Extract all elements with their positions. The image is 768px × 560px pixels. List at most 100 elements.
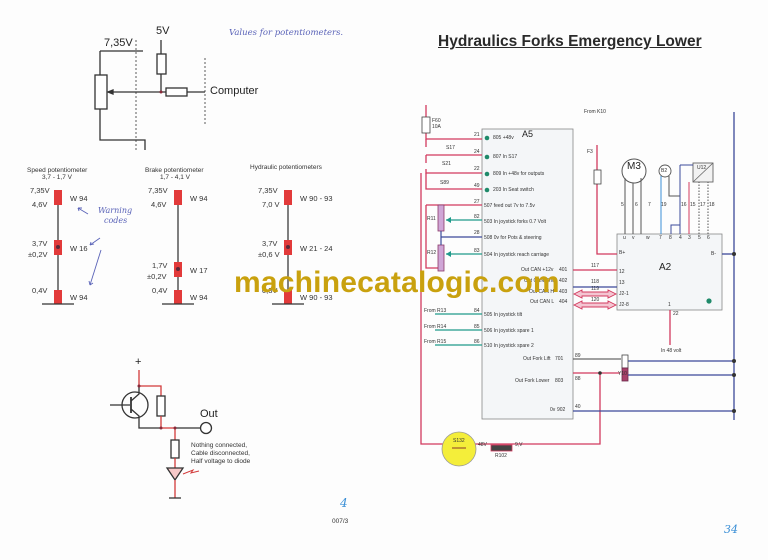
brake-pot-range: 1,7 - 4,1 V (160, 174, 190, 181)
hydraulic-pot-ladder (272, 190, 304, 305)
a5-output-label: Out CAN H (529, 289, 555, 295)
m3-label: M3 (627, 161, 641, 172)
warning-code: W 17 (190, 266, 208, 275)
a5-output-label: 0v (550, 407, 556, 413)
s17-label: S17 (446, 145, 455, 151)
wire-number: 86 (474, 339, 480, 345)
a5-output-label: Out CAN Gnd (524, 278, 555, 284)
a5-pin-label: 506 In joystick spare 1 (484, 328, 534, 334)
a2-pin: J2-1 (619, 291, 629, 297)
a2-pin: B- (711, 251, 716, 257)
wire-number: 28 (474, 230, 480, 236)
a5-output-pin: 401 (559, 267, 568, 273)
wire-number: 118 (591, 279, 599, 285)
s89-label: S89 (440, 180, 449, 186)
out-label: Out (200, 408, 218, 420)
wire-number: 6 (635, 202, 638, 208)
level-voltage: 7,0 V (262, 200, 280, 209)
output-terminal (199, 421, 213, 435)
in-48-volt-label: In 48 volt (661, 348, 682, 354)
f3-label: F3 (587, 149, 593, 155)
a5-output-pin: 803 (555, 378, 564, 384)
level-voltage: 7,35V (258, 186, 278, 195)
wire-number: 15 (690, 202, 696, 208)
f60-label: F60 (432, 118, 441, 124)
footer-code: 007/3 (332, 518, 349, 525)
a5-pin-label: 805 +48v (493, 135, 514, 141)
wire-number: 120 (591, 297, 600, 303)
wire-number: 22 (474, 166, 480, 172)
emergency-switch-s132[interactable] (441, 431, 477, 467)
wire-number: 7 (648, 202, 651, 208)
warning-code: W 94 (190, 194, 208, 203)
level-voltage: 4,6V (151, 200, 167, 209)
a5-pin-label: 807 In S17 (493, 154, 518, 160)
speed-pot-title: Speed potentiometer (27, 167, 88, 174)
a2-pin: 6 (707, 235, 710, 241)
potentiometer-symbol (94, 74, 108, 110)
r11-label: R11 (427, 216, 436, 222)
warning-code: W 16 (70, 244, 88, 253)
level-tolerance: ±0,6 V (258, 250, 280, 259)
level-tolerance: ±0,2V (147, 272, 167, 281)
joystick-input-wires (435, 313, 482, 346)
level-voltage: 3,7V (32, 239, 48, 248)
motor-m3 (621, 158, 647, 184)
a2-pin: v (632, 235, 635, 241)
a5-output-label: Out CAN L (530, 299, 555, 305)
r12-label: R12 (427, 250, 437, 256)
pullup-resistor (156, 53, 167, 75)
a5-output-pin: 701 (555, 356, 564, 362)
u12-label: U12 (697, 165, 707, 171)
a5-pin-label: 510 In joystick spare 2 (484, 343, 534, 349)
level-voltage: 0,3V (262, 286, 278, 295)
hydraulic-pot-title: Hydraulic potentiometers (250, 164, 322, 171)
warning-code: W 94 (190, 293, 208, 302)
wire-number: 27 (474, 199, 480, 205)
warning-code: W 94 (70, 293, 88, 302)
level-voltage: 4,6V (32, 200, 48, 209)
a2-status-led (706, 298, 712, 304)
wire-number: 83 (474, 248, 480, 254)
wire-number: 89 (575, 353, 581, 359)
s21-label: S21 (442, 161, 451, 167)
supply-5v-label: 5V (156, 25, 170, 37)
wire-number: 84 (474, 308, 480, 314)
a2-label: A2 (659, 262, 672, 273)
a2-pin: 5 (698, 235, 701, 241)
level-voltage: 3,7V (262, 239, 278, 248)
joystick-resistors (437, 204, 482, 272)
wire-number: 18 (709, 202, 715, 208)
speed-pot-range: 3,7 - 1,7 V (42, 174, 72, 181)
a5-pin-label: 505 In joystick tilt (484, 312, 523, 318)
a5-pin-label: 504 In joystick reach carriage (484, 252, 550, 258)
warning-code: W 94 (70, 194, 88, 203)
brake-pot-title: Brake potentiometer (145, 167, 204, 174)
resistor-r102 (490, 444, 513, 452)
s132-label: S132 (453, 438, 465, 444)
note-line-2: Cable disconnected, (191, 450, 250, 457)
from-k10-label: From K10 (584, 109, 606, 115)
handwritten-warning-1: Warning (98, 206, 133, 215)
from-r15-label: From R15 (424, 339, 447, 345)
supply-wires (420, 105, 671, 445)
a5-output-label: Out Fork Lower (515, 378, 550, 384)
wire-number: 119 (591, 286, 599, 292)
f60-rating: 10A (432, 124, 441, 130)
a5-output-pin: 403 (559, 289, 568, 295)
wire-number: 17 (700, 202, 706, 208)
wire-number: 16 (681, 202, 687, 208)
supply-7v35-label: 7,35V (104, 37, 133, 49)
wire-number: 49 (474, 183, 480, 189)
a5-label: A5 (522, 129, 534, 139)
can-bus-wires (572, 289, 618, 310)
a5-pin-label: 809 In +48v for outputs (493, 171, 545, 177)
a2-pin: 3 (688, 235, 691, 241)
handwritten-warning-2: codes (104, 216, 128, 225)
wire-number: 40 (575, 404, 581, 410)
top-potentiometer-circuit (94, 40, 206, 150)
voltage-48v-label: 48V (478, 442, 487, 448)
a2-pin: u (623, 235, 626, 241)
fuse-f60 (421, 116, 431, 134)
